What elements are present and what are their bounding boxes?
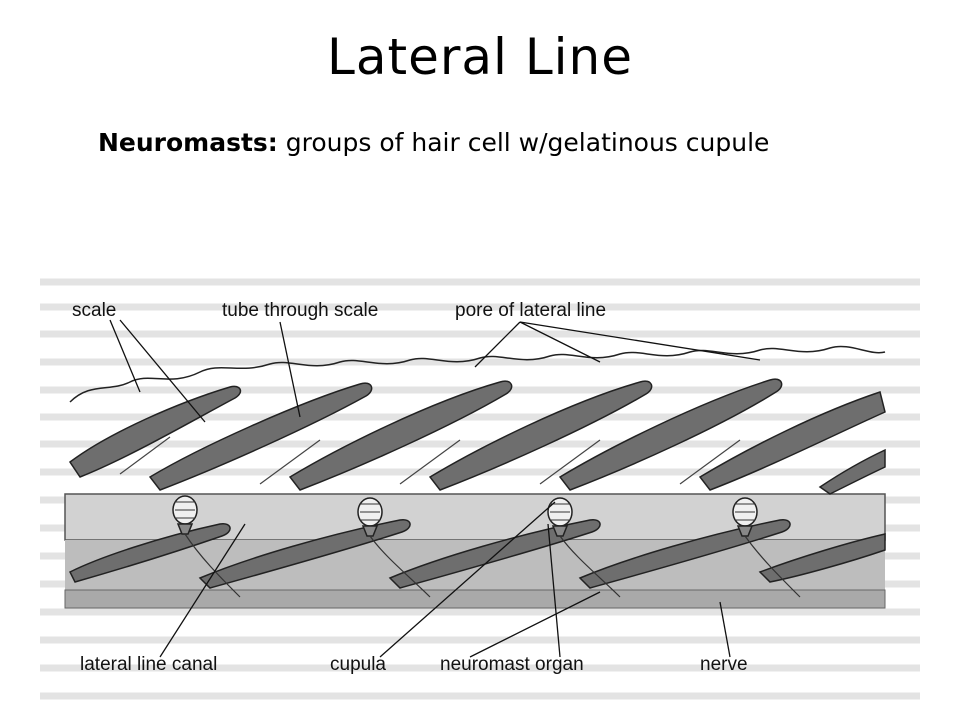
nerve-branches [184, 533, 801, 598]
lateral-line-diagram [40, 278, 920, 700]
subtitle-text: groups of hair cell w/gelatinous cupule [277, 128, 770, 157]
label-nerve: nerve [700, 654, 748, 675]
label-tube-through-scale: tube through scale [222, 300, 379, 321]
neuromast-3 [547, 497, 573, 537]
lower-scales [68, 519, 886, 589]
neuromast-1 [172, 495, 198, 535]
label-lateral-line-canal: lateral line canal [80, 654, 218, 675]
slide-title: Lateral Line [326, 28, 634, 86]
subtitle: Neuromasts: groups of hair cell w/gelati… [98, 128, 938, 157]
label-pore-of-lateral-line: pore of lateral line [455, 300, 607, 321]
neuromast-4 [732, 497, 758, 537]
lateral-line-figure: scale tube through scale pore of lateral… [0, 262, 960, 720]
tubes-through-scales [119, 436, 741, 485]
leader-lines [109, 319, 761, 658]
label-neuromast-organ: neuromast organ [440, 654, 584, 675]
label-cupula: cupula [330, 654, 386, 675]
neuromast-2 [357, 497, 383, 537]
scanned-text-background [40, 278, 920, 700]
skin-outline [69, 345, 886, 403]
subtitle-term: Neuromasts: [98, 128, 278, 157]
upper-scales [68, 378, 886, 495]
nerve-band [64, 589, 886, 609]
neuromast-organs [172, 495, 758, 537]
label-scale: scale [72, 300, 117, 321]
